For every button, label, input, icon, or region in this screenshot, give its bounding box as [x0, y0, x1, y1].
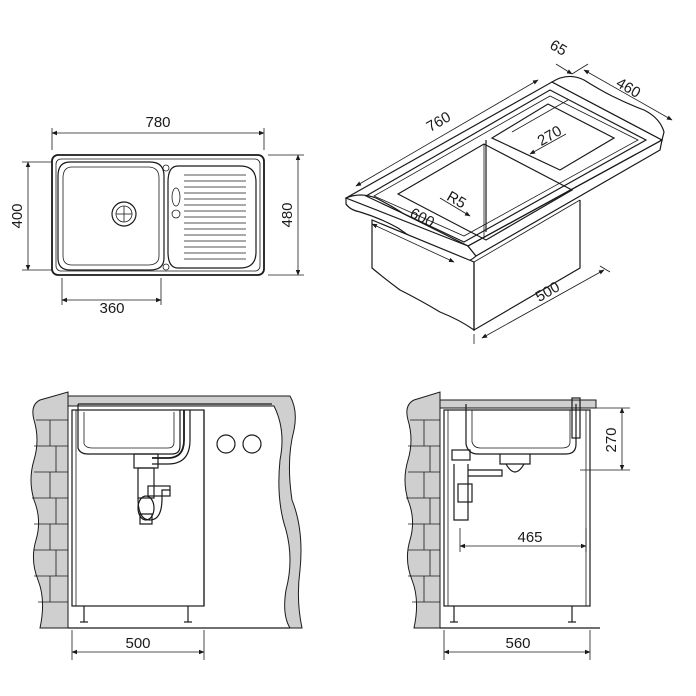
side-drain — [499, 454, 531, 465]
tap-hole-icon — [162, 263, 170, 271]
brick-wall — [30, 391, 69, 629]
brick-joints — [32, 419, 68, 603]
side-brick-joints — [406, 419, 440, 603]
drainer-ribs — [184, 174, 246, 260]
side-cabinet-depth-label: 560 — [505, 635, 530, 652]
side-bowl — [465, 404, 577, 455]
drain-icon — [111, 201, 137, 227]
wall-hole-icon — [242, 434, 262, 454]
tap-icon — [571, 397, 581, 439]
side-section: 270 465 560 — [404, 391, 630, 660]
iso-cabinet-label: 500 — [533, 278, 563, 305]
front-section: 500 — [30, 391, 303, 660]
drainer-outline — [167, 165, 257, 269]
bowl-depth-label: 400 — [9, 203, 26, 228]
section-bowl — [77, 404, 181, 455]
tap-hole-icon — [162, 164, 170, 172]
trap-nut — [133, 453, 159, 469]
worktop-section — [67, 395, 303, 629]
front-cabinet-width-label: 500 — [125, 635, 150, 652]
isometric-view: 760 600 R5 270 65 460 500 — [344, 37, 673, 344]
iso-radius-label: R5 — [444, 188, 469, 212]
sink-outline — [51, 154, 265, 276]
side-trap — [453, 464, 469, 521]
iso-rim-label: 65 — [547, 37, 570, 60]
side-height-label: 270 — [603, 427, 620, 452]
iso-side-label: 460 — [613, 74, 643, 101]
bowl-outline — [57, 161, 165, 271]
side-cabinet — [443, 409, 591, 607]
side-brick-wall — [404, 391, 441, 629]
top-view: 780 480 400 360 — [9, 114, 304, 317]
bowl-width-label: 360 — [99, 300, 124, 317]
wall-hole-icon — [216, 434, 236, 454]
iso-bowl-label: 270 — [535, 122, 565, 149]
side-worktop — [439, 399, 597, 409]
top-depth-label: 480 — [279, 202, 296, 227]
top-width-label: 780 — [145, 114, 170, 131]
side-drain-label: 465 — [517, 529, 542, 546]
overflow-pipe — [152, 410, 185, 459]
